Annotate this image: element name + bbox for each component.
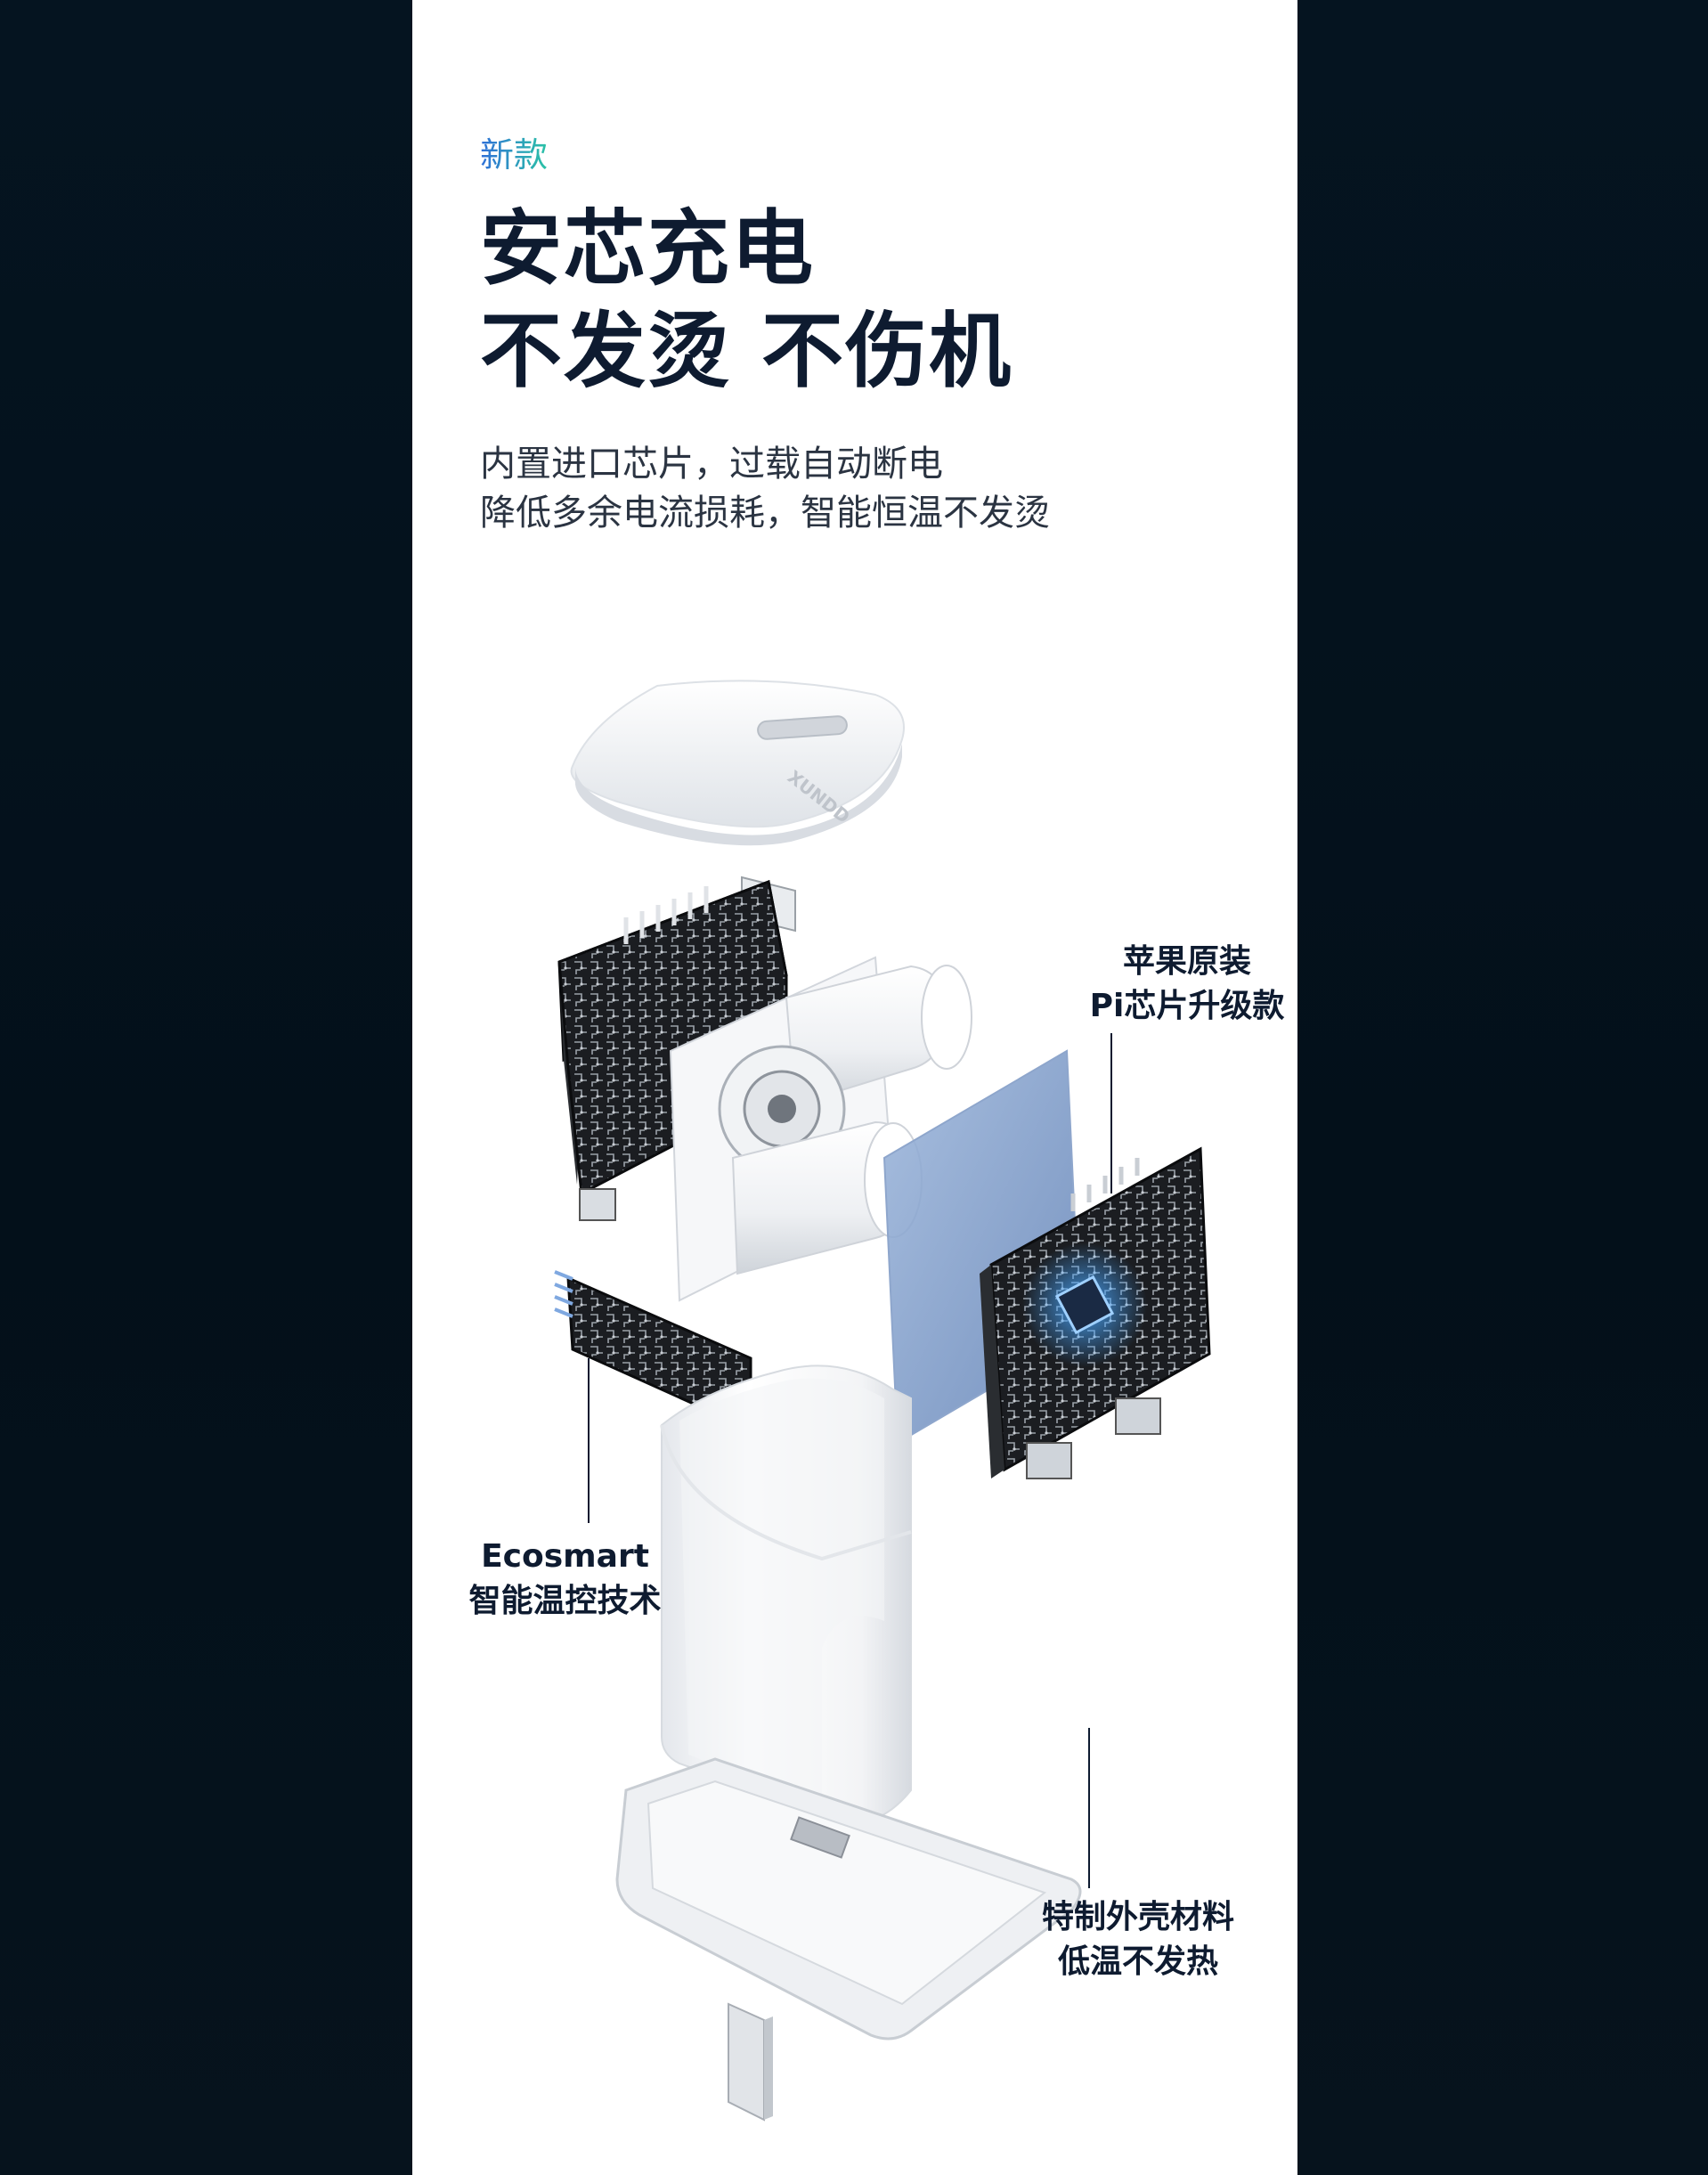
exploded-charger-illustration: XUNDD — [554, 680, 1211, 2122]
callout-apple-chip: 苹果原装 Pi芯片升级款 — [1036, 940, 1297, 1029]
callout-shell-line-1: 特制外壳材料 — [1041, 1899, 1234, 1935]
charger-shell-icon — [660, 1364, 912, 1823]
plug-pins-icon — [615, 1757, 1082, 2122]
description: 内置进口芯片，过载自动断电 降低多余电流损耗，智能恒温不发烫 — [480, 440, 1050, 538]
callout-shell: 特制外壳材料 低温不发热 — [982, 1895, 1294, 1984]
new-tag: 新款 — [480, 132, 548, 178]
description-line-1: 内置进口芯片，过载自动断电 — [480, 444, 943, 485]
headline: 安芯充电 不发烫 不伤机 — [480, 198, 1013, 403]
transformer-icon — [669, 956, 972, 1302]
headline-line-2: 不发烫 不伤机 — [480, 304, 1013, 399]
headline-line-1: 安芯充电 — [480, 201, 816, 297]
callout-ecosmart-line-2: 智能温控技术 — [468, 1583, 662, 1619]
chip-icon — [980, 1146, 1211, 1479]
callout-apple-chip-line-1: 苹果原装 — [1122, 943, 1251, 980]
product-panel: 新款 安芯充电 不发烫 不伤机 内置进口芯片，过载自动断电 降低多余电流损耗，智… — [412, 0, 1297, 2175]
callout-leaders — [588, 1033, 1112, 1888]
callout-ecosmart-line-1: Ecosmart — [481, 1538, 649, 1575]
callout-ecosmart: Ecosmart 智能温控技术 — [412, 1535, 718, 1624]
description-line-2: 降低多余电流损耗，智能恒温不发烫 — [480, 493, 1050, 534]
callout-apple-chip-line-2: Pi芯片升级款 — [1089, 988, 1285, 1024]
callout-shell-line-2: 低温不发热 — [1057, 1943, 1218, 1980]
charger-cap-icon: XUNDD — [570, 680, 905, 846]
right-dark-background — [1297, 0, 1708, 2175]
left-dark-background — [0, 0, 412, 2175]
